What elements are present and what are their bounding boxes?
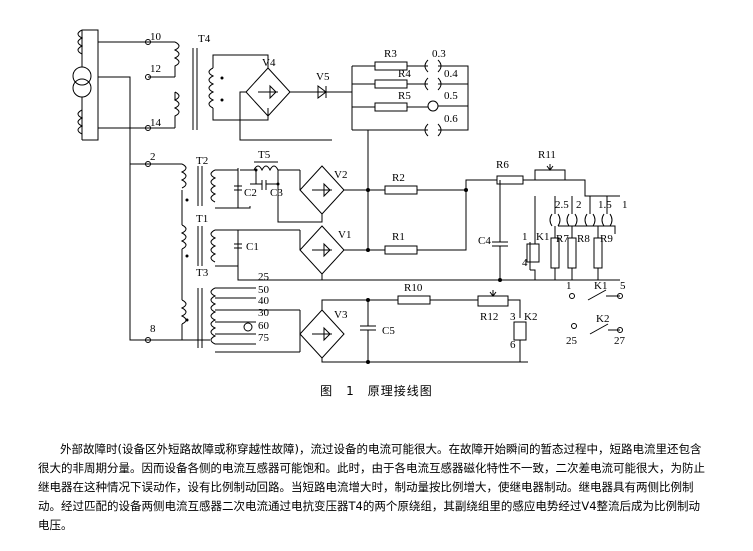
component-label: R5 [398, 90, 411, 102]
component-label: R3 [384, 48, 397, 60]
diagram-labels: 10 12 14 2 8 T4 V4 V5 R3 R4 R5 0.3 0.4 0… [150, 31, 628, 351]
component-label: K2 [596, 313, 609, 325]
source-ct [72, 29, 148, 141]
tap-label: 0.5 [444, 90, 458, 102]
transformer-t2 [180, 163, 251, 209]
component-label: R7 [556, 233, 569, 245]
terminal-label: 2 [150, 151, 156, 163]
component-label: T5 [258, 149, 271, 161]
component-label: R10 [404, 282, 423, 294]
terminal-label: 1 [566, 280, 572, 292]
range-resistors [351, 59, 469, 190]
component-label: T3 [196, 267, 209, 279]
terminal-label: 6 [510, 339, 516, 351]
component-label: R9 [600, 233, 613, 245]
component-label: K1 [536, 231, 549, 243]
component-label: R6 [496, 159, 509, 171]
terminal-label: 12 [150, 63, 161, 75]
terminal-label: 8 [150, 323, 156, 335]
terminal-label: 3 [510, 311, 516, 323]
bridge-v3 [299, 290, 623, 364]
component-label: C2 [244, 187, 257, 199]
component-label: T1 [196, 213, 208, 225]
tap-label: 2.5 [555, 199, 569, 211]
component-label: R1 [392, 231, 405, 243]
terminal-label: 27 [614, 335, 626, 347]
tap-label: 25 [258, 271, 270, 283]
component-label: T4 [198, 33, 211, 45]
figure-caption: 图 1 原理接线图 [320, 384, 433, 398]
component-label: V3 [334, 309, 348, 321]
terminal-label: 4 [522, 257, 528, 269]
component-label: K2 [524, 311, 537, 323]
terminal-label: 10 [150, 31, 162, 43]
bridge-v2 [277, 165, 385, 223]
terminal-label: 14 [150, 117, 162, 129]
terminal-label: 5 [620, 280, 626, 292]
description-paragraph: 外部故障时(设备区外短路故障或称穿越性故障)，流过设备的电流可能很大。在故障开始… [38, 442, 705, 532]
schematic-diagram: 10 12 14 2 8 T4 V4 V5 R3 R4 R5 0.3 0.4 0… [72, 29, 628, 364]
component-label: R2 [392, 172, 405, 184]
tap-label: 0.4 [444, 68, 458, 80]
diode-v5 [317, 85, 352, 99]
component-label: C5 [382, 325, 395, 337]
tap-label: 2 [576, 199, 582, 211]
component-label: K1 [594, 280, 607, 292]
component-label: V5 [316, 71, 330, 83]
tap-label: 1 [622, 199, 628, 211]
transformer-t1 [180, 190, 300, 300]
tap-label: 75 [258, 332, 270, 344]
differential-circuit [322, 164, 623, 301]
tap-label: 0.6 [444, 113, 458, 125]
component-label: R4 [398, 68, 411, 80]
tap-label: 0.3 [432, 48, 446, 60]
tap-label: 1.5 [598, 199, 612, 211]
component-label: C1 [246, 241, 259, 253]
component-label: T2 [196, 155, 208, 167]
input-wiring [98, 39, 210, 343]
component-label: V4 [262, 57, 276, 69]
component-label: V1 [338, 229, 351, 241]
bridge-v4 [239, 67, 332, 141]
transformer-t3 [180, 287, 300, 353]
component-label: C4 [478, 235, 491, 247]
tap-label: 60 [258, 320, 270, 332]
terminal-label: 1 [522, 231, 528, 243]
transformer-t5 [240, 161, 300, 190]
transformer-t4 [173, 41, 269, 130]
component-label: R12 [480, 311, 498, 323]
component-label: R11 [538, 149, 556, 161]
tap-label: 40 [258, 295, 270, 307]
component-label: C3 [270, 187, 283, 199]
tap-label: 50 [258, 284, 270, 296]
terminal-label: 25 [566, 335, 578, 347]
component-label: R8 [577, 233, 590, 245]
component-label: V2 [334, 169, 347, 181]
bridge-v1 [237, 225, 385, 281]
tap-label: 30 [258, 307, 270, 319]
